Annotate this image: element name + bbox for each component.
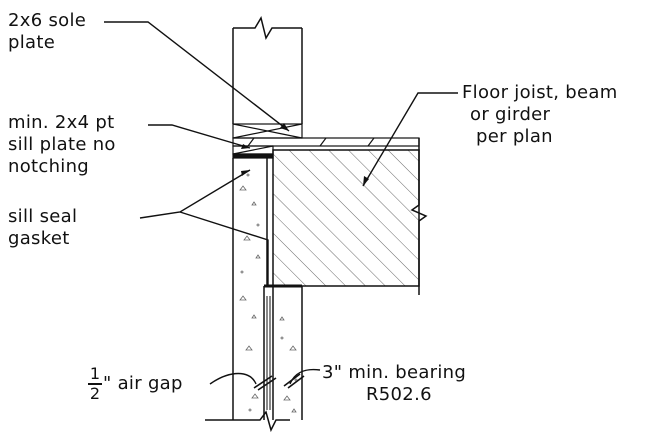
- floor-joist-label: Floor joist, beam or girder per plan: [462, 82, 618, 147]
- air-gap-fraction-numerator: 1: [89, 364, 101, 383]
- concrete-aggregate: [239, 173, 298, 413]
- air-gap-fraction-bar: [88, 383, 102, 385]
- sole-plate-label: 2x6 sole plate: [8, 10, 87, 53]
- air-gap-lines: [266, 296, 271, 410]
- foundation-wall: [205, 158, 303, 433]
- stud-wall: [232, 16, 303, 124]
- air-gap-text: " air gap: [103, 373, 183, 394]
- sill-plate-label: min. 2x4 pt sill plate no notching: [8, 112, 116, 177]
- gap-ticks: [253, 373, 305, 391]
- air-gap-fraction-denominator: 2: [89, 384, 101, 403]
- floor-joist: [272, 138, 428, 295]
- sill-seal-label: sill seal gasket: [8, 206, 78, 249]
- sole-plate: [232, 123, 303, 139]
- sill-plate: [232, 145, 274, 159]
- air-gap-label: 1 2 " air gap: [88, 364, 218, 408]
- bearing-label: 3" min. bearing R502.6: [322, 362, 467, 405]
- arrow-heads: [241, 123, 369, 186]
- leader-lines: [104, 21, 458, 385]
